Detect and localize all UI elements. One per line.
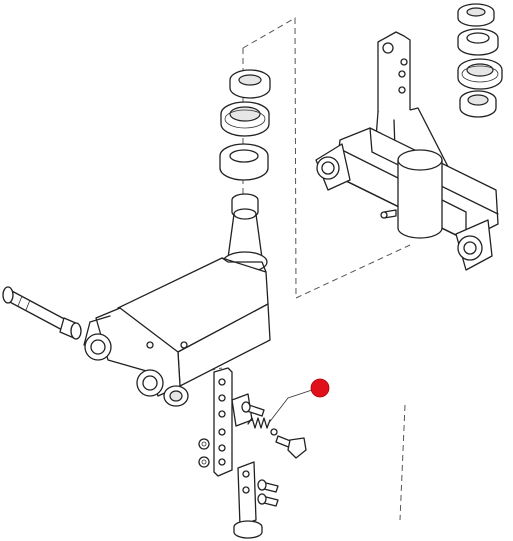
- adjustment-bracket: [213, 367, 253, 477]
- top-bearing-cup: [229, 69, 271, 99]
- bearing-seal-ring: [219, 143, 269, 181]
- upper-right-bearing-stack: [457, 3, 503, 118]
- stand-leg: [233, 461, 263, 539]
- lock-pin: [270, 428, 307, 459]
- highlight-marker: [310, 378, 330, 398]
- spring: [247, 417, 271, 429]
- upper-bolt: [241, 401, 265, 417]
- axle-housing: [315, 31, 499, 271]
- pivot-pin: [2, 286, 82, 340]
- axle-arm: [83, 257, 271, 397]
- lower-bolt-1: [257, 479, 279, 493]
- callout: [267, 378, 330, 425]
- tapered-roller-bearing: [220, 101, 270, 137]
- bracket-nuts: [198, 438, 210, 468]
- lower-bolt-2: [257, 493, 279, 507]
- pivot-washer: [163, 385, 189, 407]
